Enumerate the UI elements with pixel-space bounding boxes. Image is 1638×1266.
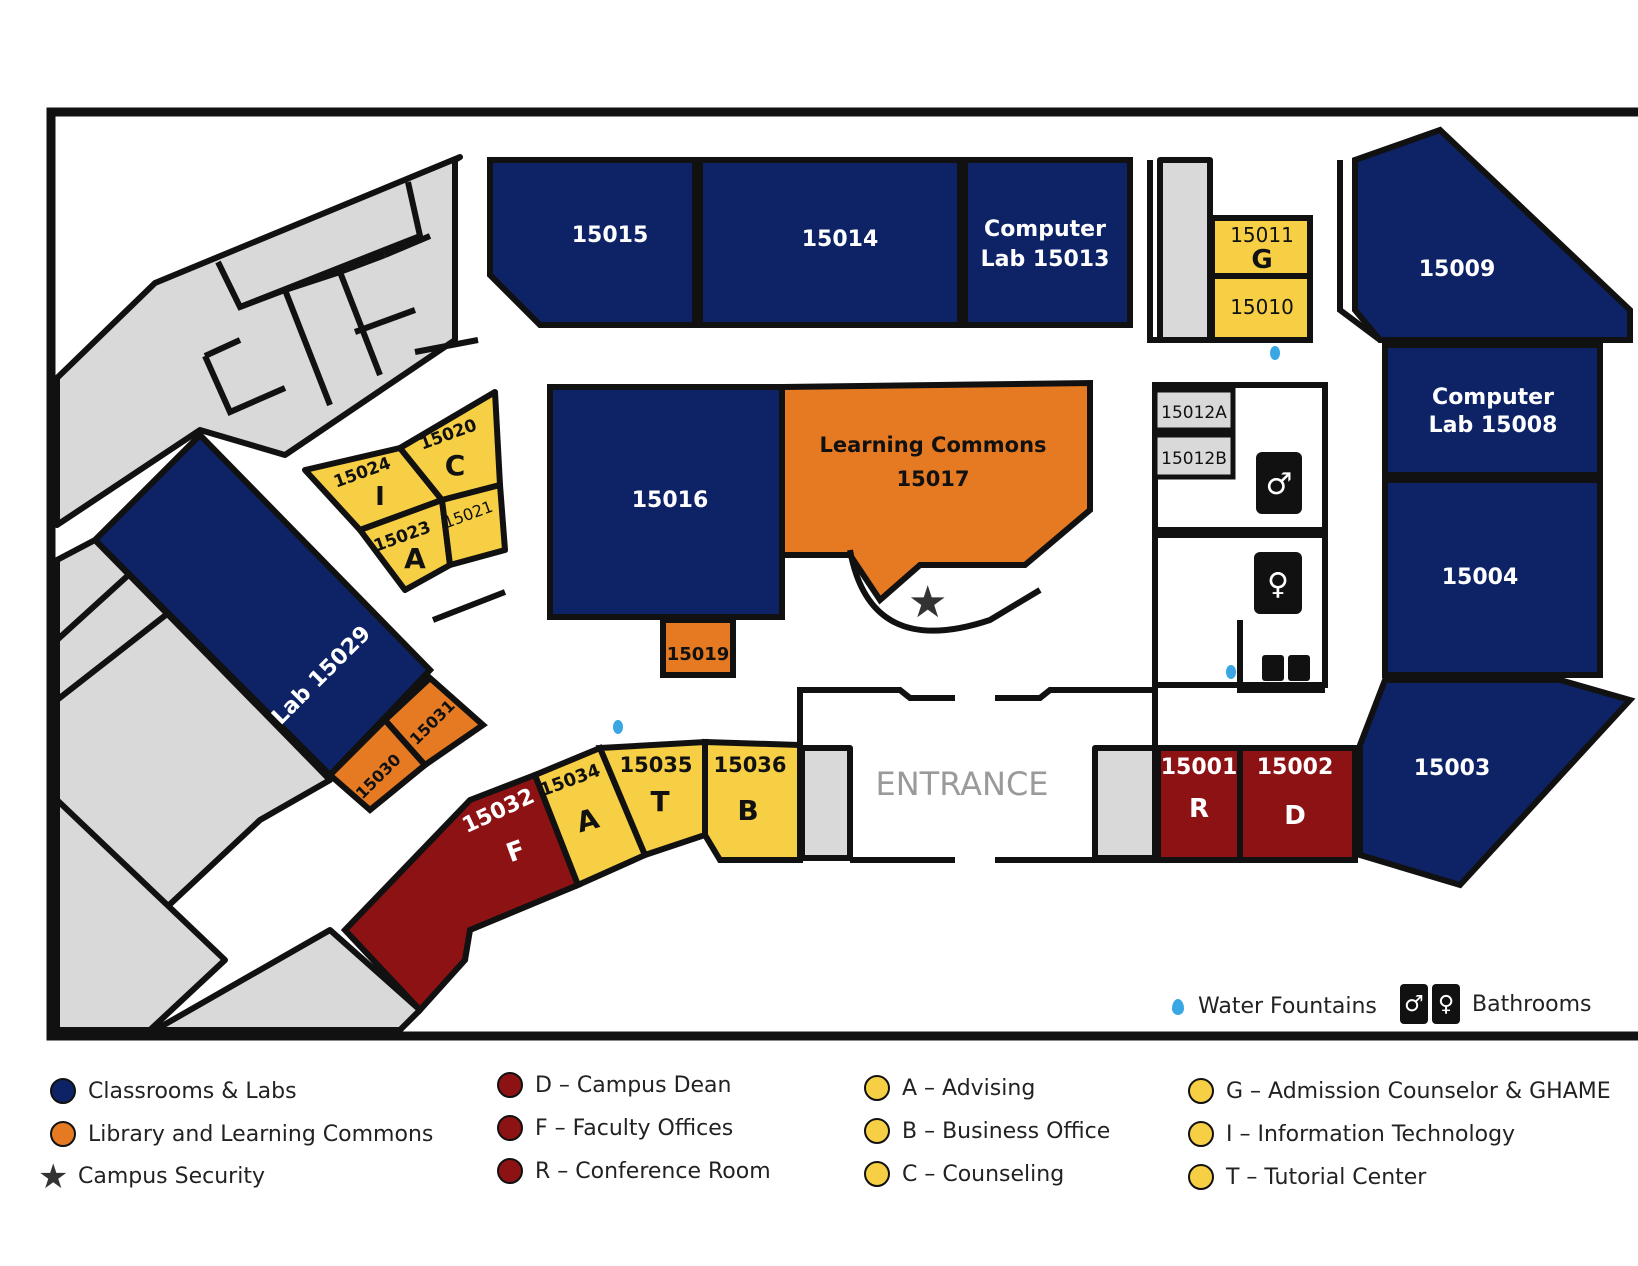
fountain-key: Water Fountains (1172, 994, 1377, 1019)
red-dot-icon (497, 1115, 523, 1141)
label-15036: 15036 (713, 753, 786, 777)
legend-advising: A – Advising (864, 1075, 1035, 1101)
legend-label: I – Information Technology (1226, 1121, 1516, 1147)
legend-label: Library and Learning Commons (88, 1121, 434, 1147)
label-15013-a: Computer (984, 217, 1106, 242)
left-wing-walls (54, 181, 507, 703)
legend-library: Library and Learning Commons (50, 1121, 433, 1147)
legend-it: I – Information Technology (1188, 1121, 1515, 1147)
left-wing-yellow (302, 389, 508, 593)
room-15001 (1155, 745, 1243, 863)
legend-tutorial: T – Tutorial Center (1188, 1164, 1426, 1190)
water-fountain-icons (613, 346, 1280, 734)
label-15020-letter: C (445, 449, 466, 482)
room-15031 (380, 673, 488, 769)
orange-dot-icon (50, 1121, 76, 1147)
label-15001: 15001 (1161, 755, 1238, 780)
fountain-key-label: Water Fountains (1198, 994, 1377, 1019)
legend-label: D – Campus Dean (535, 1072, 732, 1098)
legend-label: G – Admission Counselor & GHAME (1226, 1078, 1611, 1104)
legend-label: C – Counseling (902, 1161, 1065, 1187)
legend-label: Campus Security (78, 1164, 265, 1189)
bathroom-icon: ♂♀ (1400, 984, 1460, 1024)
legend-label: A – Advising (902, 1075, 1036, 1101)
label-15008-a: Computer (1432, 385, 1554, 410)
yellow-dot-icon (864, 1118, 890, 1144)
room-15032 (340, 771, 582, 1015)
legend-faculty: F – Faculty Offices (497, 1115, 733, 1141)
label-15011-letter: G (1251, 245, 1272, 275)
legend-counseling: C – Counseling (864, 1161, 1064, 1187)
yellow-dot-icon (1188, 1078, 1214, 1104)
label-15004: 15004 (1442, 565, 1519, 590)
legend-conference: R – Conference Room (497, 1158, 771, 1184)
label-15035: 15035 (619, 753, 692, 777)
room-15012b (1152, 432, 1236, 480)
entrance-label: ENTRANCE (875, 765, 1048, 803)
navy-dot-icon (50, 1078, 76, 1104)
label-15013-b: Lab 15013 (981, 247, 1110, 272)
room-15002 (1237, 745, 1358, 863)
legend-classrooms: Classrooms & Labs (50, 1078, 297, 1104)
label-15012a: 15012A (1161, 403, 1227, 423)
label-15019: 15019 (667, 644, 730, 665)
label-15008-b: Lab 15008 (1429, 413, 1558, 438)
label-15015: 15015 (572, 223, 649, 248)
label-15035-letter: T (650, 785, 669, 818)
yellow-dot-icon (864, 1161, 890, 1187)
learning-commons-15017 (779, 379, 1093, 605)
room-15010 (1209, 273, 1313, 343)
label-15011: 15011 (1230, 223, 1294, 247)
entrance-walls (797, 687, 1158, 863)
label-15001-letter: R (1189, 794, 1209, 824)
legend-label: B – Business Office (902, 1118, 1111, 1144)
label-15002: 15002 (1257, 755, 1334, 780)
legend-admission: G – Admission Counselor & GHAME (1188, 1078, 1611, 1104)
label-15036-letter: B (737, 794, 758, 827)
legend-dean: D – Campus Dean (497, 1072, 731, 1098)
bathroom-key: ♂♀ Bathrooms (1400, 984, 1592, 1024)
bathroom-icons-map: ♂ ♀ (1254, 452, 1310, 681)
label-15016: 15016 (632, 488, 709, 513)
legend-business: B – Business Office (864, 1118, 1110, 1144)
legend-label: T – Tutorial Center (1226, 1164, 1427, 1190)
yellow-dot-icon (1188, 1164, 1214, 1190)
room-15019 (660, 617, 736, 678)
label-15014: 15014 (802, 227, 879, 252)
yellow-dot-icon (864, 1075, 890, 1101)
top-classrooms (487, 126, 1636, 889)
legend-security: ★ Campus Security (38, 1156, 265, 1197)
label-15012b: 15012B (1161, 449, 1227, 469)
label-15023-letter: A (404, 542, 426, 575)
label-15017-b: 15017 (896, 467, 969, 491)
legend-label: Classrooms & Labs (88, 1078, 297, 1104)
star-icon: ★ (38, 1156, 69, 1197)
label-15010: 15010 (1230, 295, 1294, 319)
label-15002-letter: D (1284, 801, 1306, 831)
red-dot-icon (497, 1158, 523, 1184)
legend: Classrooms & Labs Library and Learning C… (0, 1070, 1638, 1250)
label-15017-a: Learning Commons (819, 433, 1046, 457)
campus-security-star: ★ (908, 577, 947, 628)
lab-15029 (90, 430, 435, 780)
bathroom-key-label: Bathrooms (1472, 991, 1592, 1017)
label-15024-letter: I (375, 482, 385, 512)
gray-service-areas (54, 154, 1213, 1033)
water-drop-icon (1172, 998, 1184, 1015)
legend-label: F – Faculty Offices (535, 1115, 734, 1141)
svg-text:♂: ♂ (1266, 467, 1293, 502)
room-15012a (1152, 387, 1236, 433)
security-desk-arc (847, 549, 1042, 634)
label-15003: 15003 (1414, 756, 1491, 781)
label-15009: 15009 (1419, 257, 1496, 282)
room-15036 (702, 738, 803, 863)
legend-label: R – Conference Room (535, 1158, 771, 1184)
svg-text:♀: ♀ (1267, 567, 1289, 602)
yellow-dot-icon (1188, 1121, 1214, 1147)
red-dot-icon (497, 1072, 523, 1098)
